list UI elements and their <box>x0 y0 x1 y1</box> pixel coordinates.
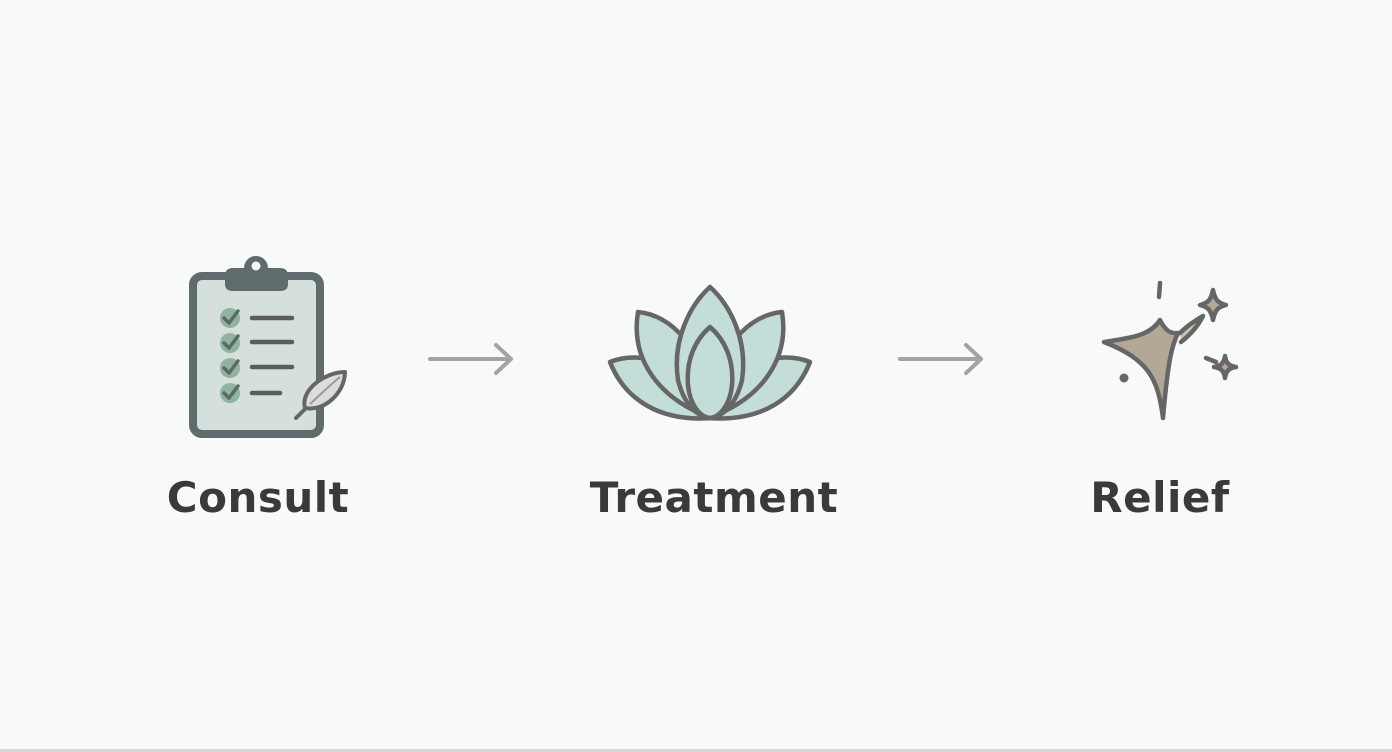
step-label-consult: Consult <box>166 473 350 522</box>
lotus-icon <box>607 284 813 421</box>
sparkles-icon <box>1101 280 1239 421</box>
bottom-border <box>0 749 1392 752</box>
step-label-treatment: Treatment <box>589 473 839 522</box>
arrow-right-icon <box>898 343 983 375</box>
clipboard-checklist-icon <box>189 256 347 438</box>
arrow-right-icon <box>428 343 513 375</box>
step-label-relief: Relief <box>1090 473 1230 522</box>
